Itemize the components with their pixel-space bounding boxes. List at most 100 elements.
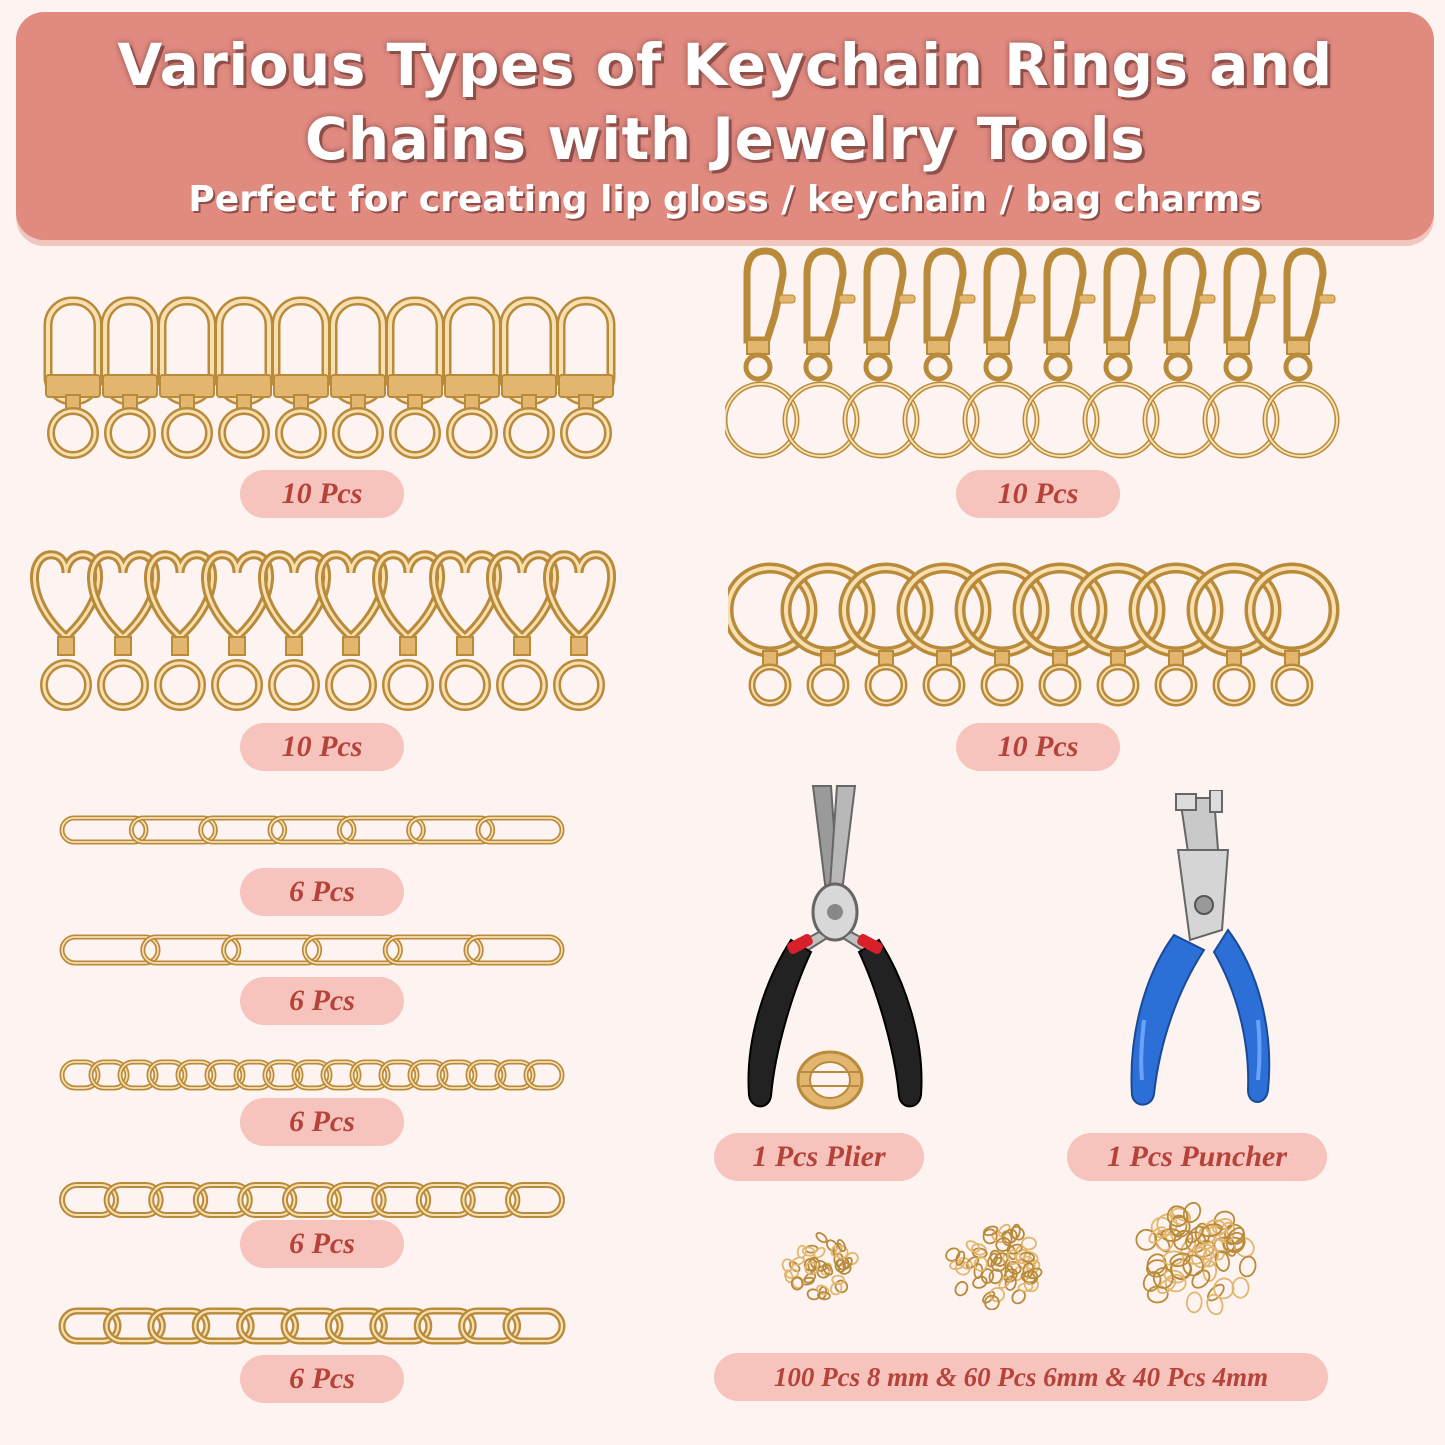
title-banner: Various Types of Keychain Rings and Chai…: [16, 12, 1434, 240]
spring-ring: [1070, 562, 1166, 707]
spring-ring: [1244, 562, 1340, 707]
lobster-clasp: [499, 296, 559, 459]
clasp-with-ring: [962, 247, 1040, 459]
puncher-image: [1118, 790, 1288, 1110]
jump-ring: [790, 1276, 804, 1291]
jump-ring: [1166, 1205, 1189, 1228]
jump-ring: [1160, 1228, 1183, 1242]
heart-clasp: [543, 550, 616, 711]
chain-2-image: [58, 930, 568, 970]
jump-ring: [997, 1223, 1011, 1238]
chain-2-label: 6 Pcs: [240, 977, 404, 1025]
heart-clasps-label: 10 Pcs: [240, 723, 404, 771]
jump-ring: [1164, 1273, 1187, 1293]
cable-chain-illustration: [58, 1307, 566, 1345]
jump-ring: [989, 1249, 1003, 1266]
page-title: Various Types of Keychain Rings and Chai…: [16, 28, 1434, 176]
jump-ring: [1142, 1271, 1162, 1292]
jump-ring: [989, 1287, 1006, 1303]
oval-link-chain-illustration: [59, 1182, 565, 1218]
jump-ring: [982, 1290, 996, 1304]
lobster-clasps-label: 10 Pcs: [240, 470, 404, 518]
spring-rings-image: [728, 555, 1378, 715]
jump-ring: [842, 1257, 853, 1270]
clasp-with-ring: [1082, 247, 1160, 459]
jump-ring: [1011, 1223, 1021, 1240]
jump-ring: [1135, 1228, 1158, 1251]
jump-ring: [1186, 1225, 1204, 1244]
clasp-with-ring: [902, 247, 980, 459]
plier-label: 1 Pcs Plier: [714, 1133, 924, 1181]
chain-1-label: 6 Pcs: [240, 868, 404, 916]
heart-clasp: [429, 550, 502, 711]
jump-rings-label: 100 Pcs 8 mm & 60 Pcs 6mm & 40 Pcs 4mm: [714, 1353, 1328, 1401]
clasps-with-rings-image: [725, 245, 1385, 465]
jump-ring: [781, 1258, 794, 1273]
jump-ring: [982, 1228, 998, 1245]
subtitle: Perfect for creating lip gloss / keychai…: [188, 179, 1262, 220]
jump-ring: [1202, 1246, 1219, 1268]
curb-chain-illustration: [59, 1059, 565, 1091]
jump-ring: [801, 1246, 816, 1257]
lobster-clasp: [385, 296, 445, 459]
lobster-clasp: [442, 296, 502, 459]
jump-rings-pile-icon: [945, 1223, 1043, 1310]
jump-ring: [1231, 1276, 1250, 1299]
jump-ring: [815, 1232, 828, 1244]
heart-clasp: [372, 550, 445, 711]
jump-ring: [1182, 1254, 1204, 1277]
jump-ring: [791, 1256, 805, 1266]
jump-rings-medium-image: [942, 1220, 1047, 1310]
jump-ring: [1017, 1282, 1034, 1293]
clasp-with-ring: [1022, 247, 1100, 459]
jump-rings-pile-icon: [781, 1232, 859, 1301]
jump-ring: [987, 1252, 999, 1268]
lobster-clasp: [214, 296, 274, 459]
heart-clasp: [486, 550, 559, 711]
heart-clasps-illustration: [30, 550, 616, 711]
jump-ring: [965, 1240, 981, 1253]
spring-ring: [838, 562, 934, 707]
lobster-clasp: [100, 296, 160, 459]
jump-ring: [822, 1263, 834, 1276]
jump-ring: [1195, 1243, 1218, 1260]
jump-rings-pile-icon: [1135, 1201, 1257, 1316]
jump-ring: [973, 1256, 988, 1272]
clasp-with-ring: [1262, 247, 1340, 459]
jump-ring: [995, 1237, 1011, 1252]
spring-ring: [1128, 562, 1224, 707]
lobster-clasp: [271, 296, 331, 459]
jump-ring: [1169, 1252, 1191, 1268]
jump-ring: [1006, 1249, 1022, 1265]
jump-ring: [988, 1268, 1003, 1285]
lobster-clasp: [556, 296, 616, 459]
heart-clasp: [144, 550, 217, 711]
title-line-2: Chains with Jewelry Tools: [304, 105, 1146, 173]
heart-clasp: [201, 550, 274, 711]
lobster-clasps-illustration: [43, 296, 616, 459]
title-line-1: Various Types of Keychain Rings and: [117, 31, 1333, 99]
jump-ring: [984, 1294, 1000, 1310]
chain-3-image: [58, 1055, 568, 1095]
chain-4-label: 6 Pcs: [240, 1220, 404, 1268]
spring-ring: [780, 562, 876, 707]
clasp-with-ring: [782, 247, 860, 459]
jump-ring: [1152, 1267, 1174, 1289]
spring-ring: [954, 562, 1050, 707]
jump-ring: [836, 1239, 847, 1253]
jump-ring: [1185, 1291, 1203, 1314]
jump-ring: [954, 1281, 969, 1297]
hole-puncher-icon: [1130, 790, 1271, 1106]
jump-ring: [831, 1274, 846, 1286]
chain-5-image: [58, 1303, 568, 1349]
plier-image: [735, 780, 935, 1115]
clasps-with-rings-illustration: [725, 247, 1340, 459]
clasp-with-ring: [1202, 247, 1280, 459]
spring-ring: [896, 562, 992, 707]
chain-4-image: [58, 1178, 568, 1222]
jump-ring: [1234, 1236, 1255, 1258]
heart-clasp: [87, 550, 160, 711]
jump-ring: [955, 1260, 971, 1276]
heart-clasp: [30, 550, 103, 711]
jump-ring: [1004, 1275, 1017, 1291]
